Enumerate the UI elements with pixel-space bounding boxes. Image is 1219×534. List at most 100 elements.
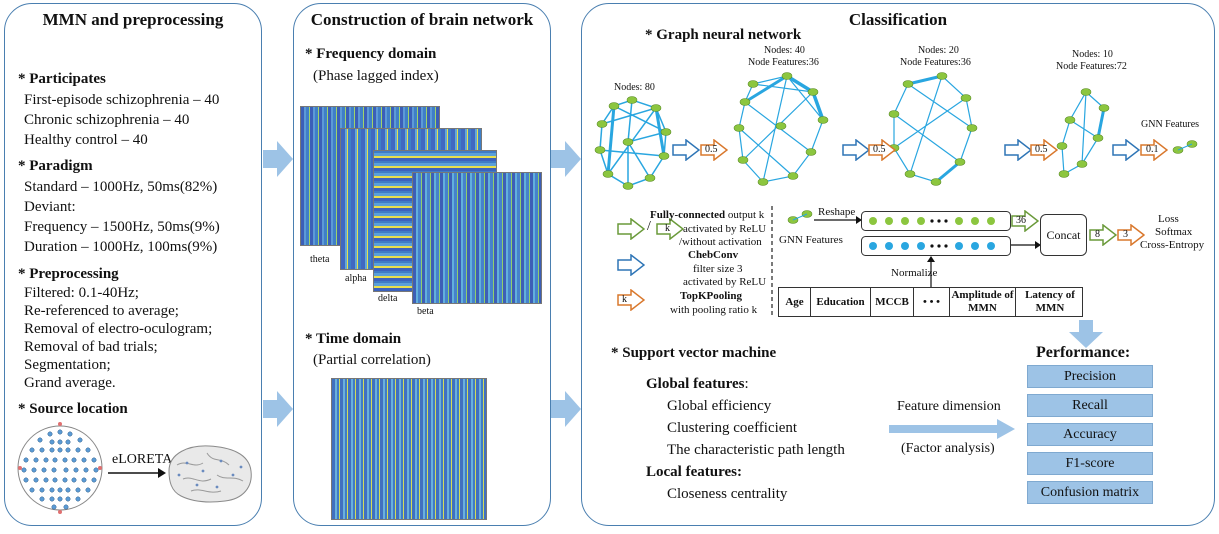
dashed-separator xyxy=(771,206,773,318)
legend-fc-mark: k xyxy=(665,223,670,234)
normalize-label: Normalize xyxy=(891,267,938,279)
chebconv-arrow-icon xyxy=(1112,139,1140,161)
preprocessing-item: Segmentation; xyxy=(24,357,111,373)
band-label-theta: theta xyxy=(310,254,330,265)
gnn-features-input-label: GNN Features xyxy=(779,234,843,246)
pool-legend-arrow-icon xyxy=(617,289,645,311)
participant-item: Healthy control – 40 xyxy=(24,132,148,148)
panel2-title: Construction of brain network xyxy=(310,10,534,29)
table-cell: MCCB xyxy=(871,288,914,316)
preprocessing-item: Filtered: 0.1-40Hz; xyxy=(24,285,139,301)
participant-item: Chronic schizophrenia – 40 xyxy=(24,112,190,128)
preprocessing-item: Grand average. xyxy=(24,375,116,391)
chebconv-arrow-icon xyxy=(842,139,870,161)
pool-arrow-icon xyxy=(1140,139,1168,161)
global-feature-item: Global efficiency xyxy=(667,398,772,414)
fc-36-arrow-icon xyxy=(1011,210,1039,232)
concat-box: Concat xyxy=(1040,214,1087,256)
band-label-alpha: alpha xyxy=(345,273,367,284)
preprocessing-item: Re-referenced to average; xyxy=(24,303,179,319)
eloreta-arrow xyxy=(108,468,166,478)
reshape-label: Reshape xyxy=(818,206,856,218)
performance-heading: Performance: xyxy=(1036,344,1131,361)
gnn-features-label: GNN Features xyxy=(1141,119,1200,130)
metric-precision: Precision xyxy=(1027,365,1153,388)
local-features-heading: Local features: xyxy=(646,464,742,480)
stage-features-label: Node Features:36 xyxy=(748,57,819,68)
frequency-domain-subtitle: (Phase lagged index) xyxy=(313,68,439,84)
legend-cheb-line: filter size 3 xyxy=(693,263,743,275)
table-cell: Latency of MMN xyxy=(1025,289,1075,314)
reshape-arrow xyxy=(814,216,862,224)
gnn-heading: * Graph neural network xyxy=(645,27,802,43)
global-features-colon: : xyxy=(744,376,749,392)
normalize-arrow xyxy=(927,256,935,288)
paradigm-item: Standard – 1000Hz, 50ms(82%) xyxy=(24,179,218,195)
time-domain-heading: * Time domain xyxy=(305,331,402,347)
fc-8-arrow-icon xyxy=(1089,224,1117,246)
local-feature-item: Closeness centrality xyxy=(667,486,788,502)
loss-line: Loss xyxy=(1158,213,1179,225)
chebconv-arrow-icon xyxy=(1004,139,1032,161)
legend-pool-mark: k xyxy=(622,294,627,305)
gnn-output-nodes xyxy=(1172,140,1198,154)
table-cell: Education xyxy=(811,288,871,316)
band-label-beta: beta xyxy=(417,306,434,317)
flow-arrow-3 xyxy=(551,141,581,177)
flow-arrow-1 xyxy=(263,141,293,177)
feature-dimension-arrow xyxy=(889,419,1015,439)
panel1-title: MMN and preprocessing xyxy=(42,10,224,29)
legend-fc-bold: Fully-connected xyxy=(650,209,726,221)
stage-nodes-label: Nodes: 10 xyxy=(1072,49,1113,60)
flow-arrow-2 xyxy=(263,391,293,427)
fc-3-arrow-icon xyxy=(1117,224,1145,246)
svm-heading: * Support vector machine xyxy=(611,345,777,361)
pool-ratio: 0.1 xyxy=(1146,144,1159,155)
table-cell: Amplitude of MMN xyxy=(950,288,1016,316)
graph-stage-4 xyxy=(1056,88,1110,178)
frequency-domain-heading: * Frequency domain xyxy=(305,46,437,62)
metric-accuracy: Accuracy xyxy=(1027,423,1153,446)
time-domain-subtitle: (Partial correlation) xyxy=(313,352,431,368)
chebconv-legend-arrow-icon xyxy=(617,254,645,276)
paradigm-item: Duration – 1000Hz, 100ms(9%) xyxy=(24,239,218,255)
legend-fc-line: activated by ReLU xyxy=(683,223,767,235)
fc-value: 36 xyxy=(1016,215,1026,226)
graph-stage-3 xyxy=(888,72,978,186)
chebconv-arrow-icon xyxy=(672,139,700,161)
pool-ratio: 0.5 xyxy=(1035,144,1048,155)
global-features-title: Global features xyxy=(646,376,745,392)
table-cell: Age xyxy=(779,288,811,316)
feature-dimension-label: Feature dimension xyxy=(897,399,1001,414)
legend-topk-bold: TopKPooling xyxy=(680,290,742,302)
concat-label: Concat xyxy=(1046,228,1081,242)
paradigm-heading: * Paradigm xyxy=(18,158,93,174)
global-feature-item: Clustering coefficient xyxy=(667,420,798,436)
pool-ratio: 0.5 xyxy=(873,144,886,155)
loss-line: Cross-Entropy xyxy=(1140,239,1205,251)
fc-legend-arrow-k-icon xyxy=(656,218,684,240)
legend-cheb-bold: ChebConv xyxy=(688,249,739,261)
fc-value: 8 xyxy=(1095,229,1100,240)
fc-legend-arrow-icon xyxy=(617,218,645,240)
legend-fc-rest: output k xyxy=(725,209,765,221)
global-feature-item: The characteristic path length xyxy=(667,442,845,458)
paradigm-item: Frequency – 1500Hz, 50ms(9%) xyxy=(24,219,220,235)
paradigm-item: Deviant: xyxy=(24,199,76,215)
preprocessing-item: Removal of bad trials; xyxy=(24,339,158,355)
preprocessing-heading: * Preprocessing xyxy=(18,266,119,282)
heatmap-beta xyxy=(412,172,542,304)
flow-arrow-4 xyxy=(551,391,581,427)
participants-heading: * Participates xyxy=(18,71,106,87)
band-label-delta: delta xyxy=(378,293,398,304)
pool-arrow-icon xyxy=(1030,139,1058,161)
electrode-map-icon xyxy=(17,422,103,514)
table-ellipsis: • • • xyxy=(914,288,950,316)
metric-recall: Recall xyxy=(1027,394,1153,417)
source-location-heading: * Source location xyxy=(18,401,128,417)
fc-value: 3 xyxy=(1123,229,1128,240)
clinical-vector xyxy=(861,236,1011,256)
metric-f1-score: F1-score xyxy=(1027,452,1153,475)
legend-slash: / xyxy=(647,219,651,234)
graph-stage-2 xyxy=(733,72,829,186)
